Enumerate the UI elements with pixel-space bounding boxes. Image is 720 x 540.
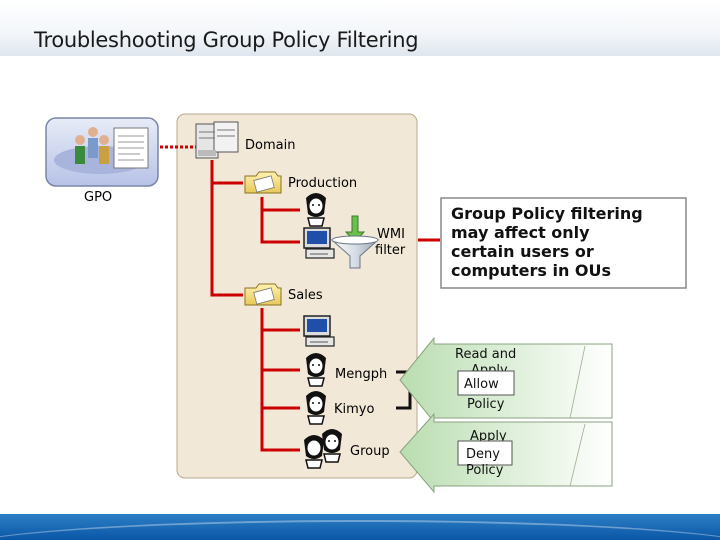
group-label: Group	[350, 444, 390, 459]
slide-footer-band	[0, 514, 720, 540]
sales-label: Sales	[288, 288, 323, 303]
callout-box	[440, 197, 687, 289]
computer-icon	[303, 315, 335, 347]
computer-icon	[303, 227, 335, 259]
callout-line-3: certain users or	[451, 242, 594, 261]
gpo-icon	[45, 117, 159, 187]
callout-line-4: computers in OUs	[451, 261, 611, 280]
allow-badge-label: Allow	[464, 377, 499, 392]
user-icon	[306, 193, 326, 227]
wmi-filter-funnel-icon	[330, 215, 380, 269]
slide-title: Troubleshooting Group Policy Filtering	[34, 28, 419, 52]
user-icon	[306, 391, 326, 425]
slide-header	[0, 0, 720, 56]
user-label-kimyo: Kimyo	[334, 402, 374, 417]
deny-badge	[457, 440, 513, 466]
ou-panel	[176, 113, 418, 479]
tree-lines	[210, 160, 300, 452]
wmi-filter-label-2: filter	[375, 243, 406, 258]
sales-folder-icon	[244, 283, 282, 306]
allow-line-3: Policy	[467, 397, 505, 412]
production-folder-icon	[244, 171, 282, 194]
callout-line-1: Group Policy filtering	[451, 204, 643, 223]
domain-label: Domain	[245, 138, 295, 153]
callout-line-2: may affect only	[451, 223, 590, 242]
user-label-mengph: Mengph	[335, 367, 387, 382]
domain-server-icon	[195, 121, 239, 159]
deny-badge-label: Deny	[466, 447, 500, 462]
gpo-label: GPO	[84, 190, 112, 205]
allow-badge	[457, 370, 515, 396]
deny-line-2: Policy	[466, 463, 504, 478]
production-label: Production	[288, 176, 357, 191]
wmi-filter-label-1: WMI	[377, 227, 405, 242]
group-icon	[304, 429, 342, 469]
user-icon	[306, 353, 326, 387]
allow-line-1: Read and	[455, 347, 516, 362]
deny-line-1: Apply	[470, 429, 507, 444]
